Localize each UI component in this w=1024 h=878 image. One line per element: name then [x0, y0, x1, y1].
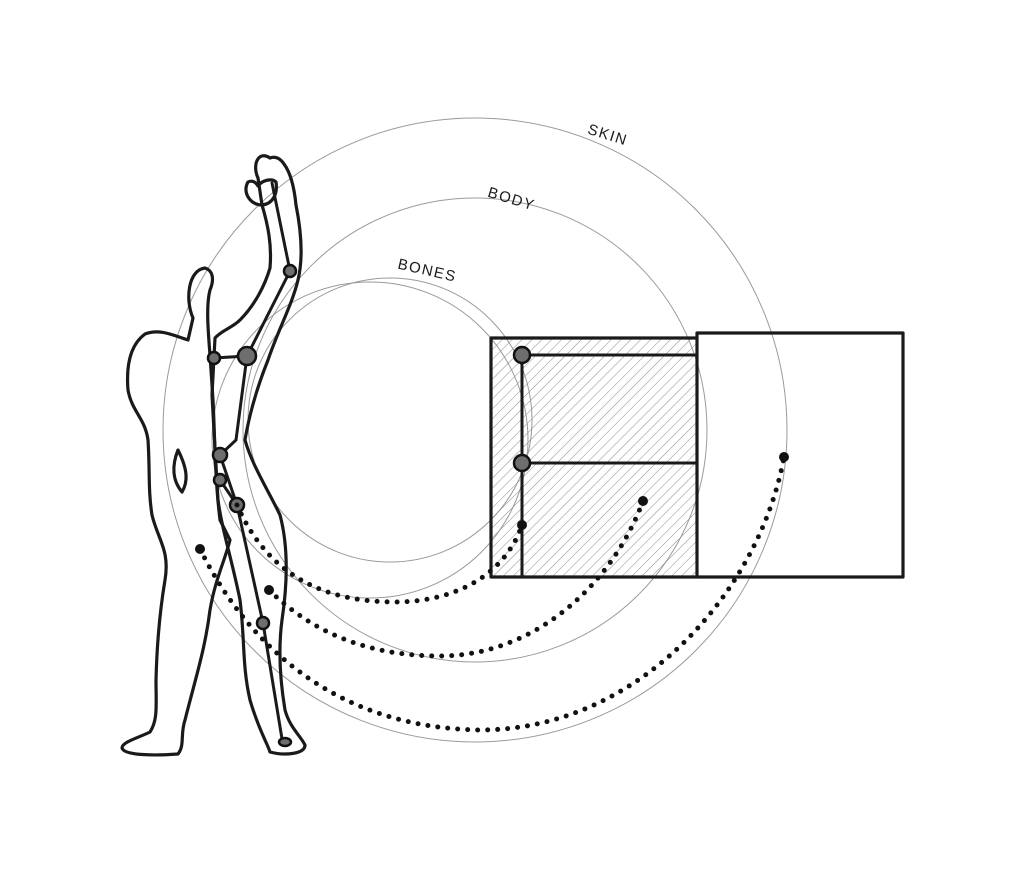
arm-bones: [212, 181, 292, 360]
foot-joint: [277, 736, 293, 748]
shoulder-joint: [236, 345, 258, 367]
hip-joint-upper: [211, 446, 229, 464]
room-joint-lower: [512, 453, 532, 473]
skin-label: SKIN: [586, 121, 630, 149]
body-figure: [210, 154, 307, 756]
hip-joint-lower: [212, 472, 228, 488]
bones-arc-endpoint: [517, 520, 527, 530]
skin-circle: [162, 117, 788, 743]
body-label: BODY: [486, 184, 537, 214]
outer-room-outline: [695, 331, 905, 579]
wrist-joint: [282, 263, 298, 279]
bones-connection-arc: [234, 502, 525, 605]
skin-arc-start: [195, 544, 205, 554]
bones-label-text: BONES: [396, 256, 458, 286]
clavicle-joint: [206, 350, 222, 366]
room-joint-upper: [512, 345, 532, 365]
bones-label: BONES: [396, 256, 458, 286]
body-arc-endpoint: [638, 496, 648, 506]
spine-bones: [218, 354, 285, 747]
skin-figure-hollow: [172, 448, 188, 494]
body-label-text: BODY: [486, 184, 537, 214]
skin-label-text: SKIN: [586, 121, 630, 149]
skin-arc-endpoint: [779, 452, 789, 462]
inner-room-outline: [489, 336, 699, 579]
body-circle: [242, 197, 708, 663]
body-connection-arc: [266, 498, 646, 659]
skin-connection-arc: [197, 454, 787, 733]
body-arc-start: [264, 585, 274, 595]
knee-joint: [255, 615, 271, 631]
body-figure-hand: [244, 178, 278, 207]
